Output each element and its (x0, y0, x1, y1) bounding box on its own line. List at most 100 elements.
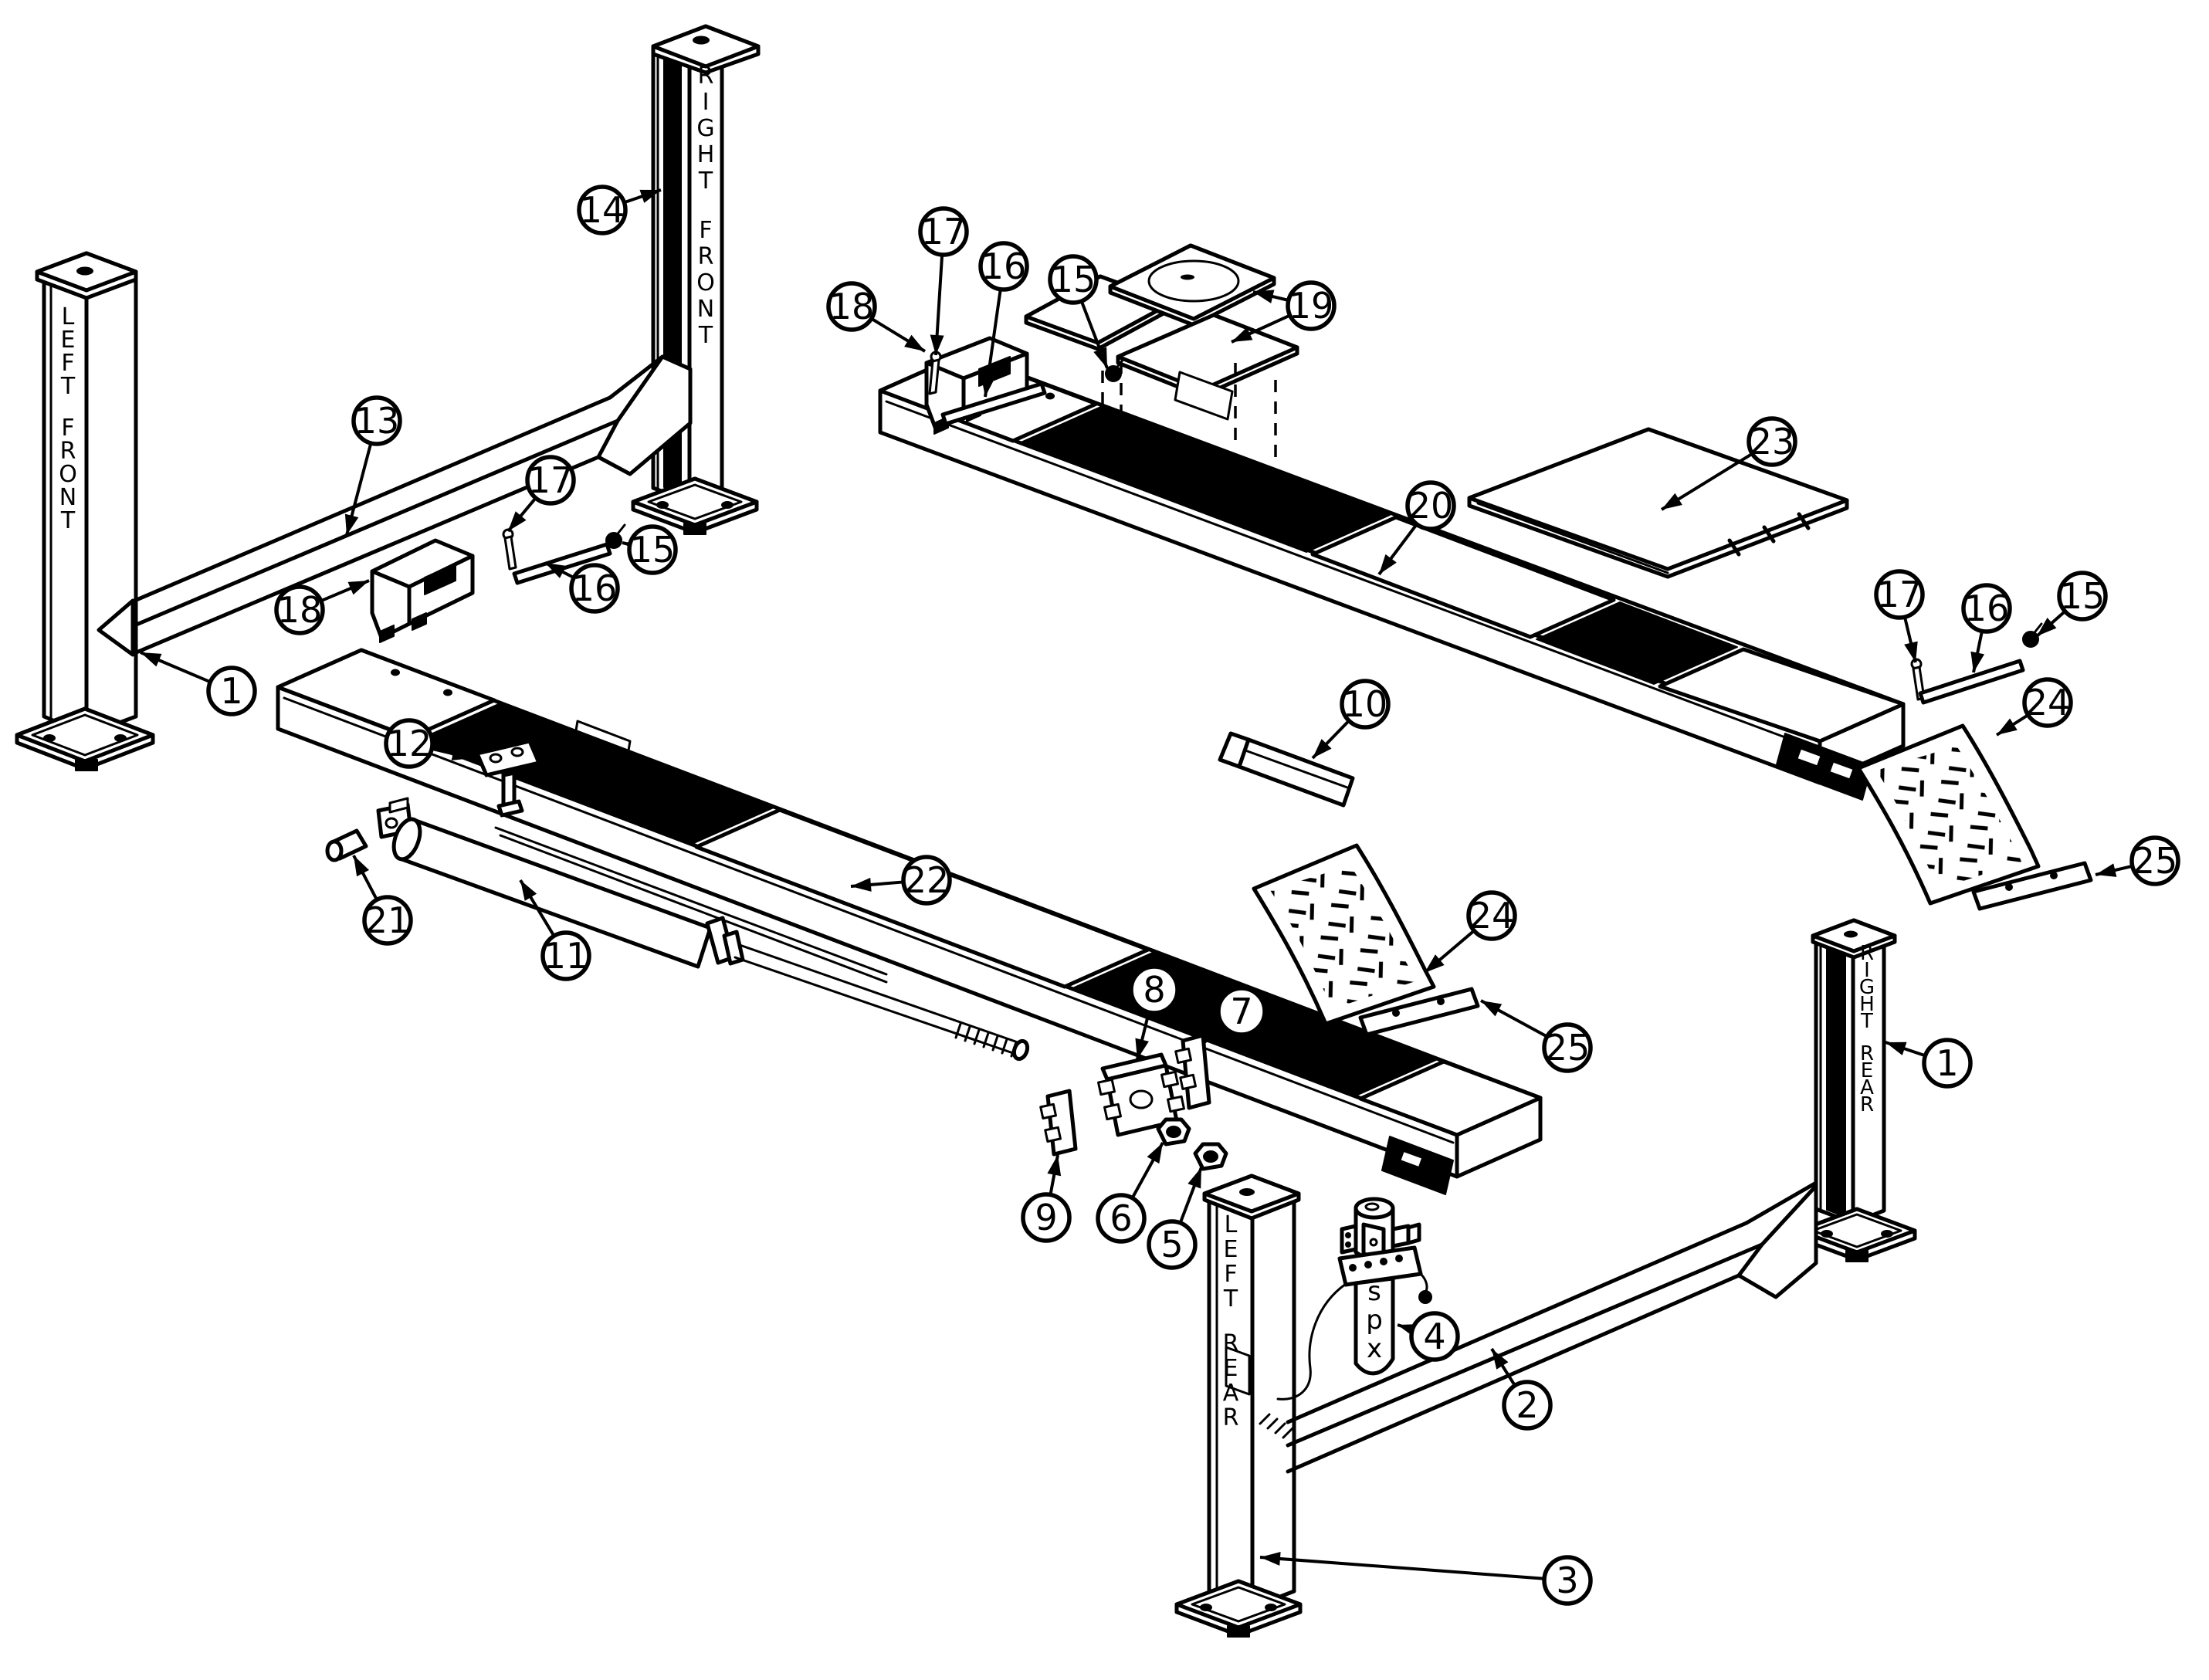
right-front-base-hole (656, 501, 669, 509)
callout-circle-24 (1466, 890, 1517, 941)
cover-plate-tab (1762, 525, 1776, 544)
clip-body (1181, 1033, 1211, 1110)
callout-23: 23 (1660, 416, 1797, 511)
right-rear-post-cap-hole (1844, 930, 1858, 938)
right-front-post-cap (651, 24, 761, 69)
runway-right-tread-right (1536, 601, 1738, 685)
callout-15: 15 (1048, 254, 1109, 369)
callout-4: 4 (1397, 1311, 1460, 1362)
callout-circle-23 (1747, 416, 1797, 467)
ramp-tread (1876, 746, 2021, 889)
bracket-foot (379, 625, 395, 643)
right-rear-base-foot (1845, 1250, 1869, 1262)
nut-5 (1193, 1142, 1228, 1171)
callout-circle-7 (1216, 986, 1267, 1037)
clip-notch (1174, 1047, 1192, 1064)
nut-hole (1166, 1126, 1181, 1138)
ramp-hinge-plate (1971, 861, 2093, 911)
rod-top (738, 943, 1019, 1044)
callout-17: 17 (507, 455, 576, 533)
cover-plate-tab (1727, 538, 1741, 557)
motor-port-cap (1406, 1222, 1421, 1245)
lock-clip-9 (1039, 1089, 1078, 1157)
callout-arrowhead (1904, 641, 1918, 662)
callout-circle-24 (2022, 677, 2073, 728)
callout-number: 15 (1051, 259, 1096, 300)
lock-plate-8 (1097, 1052, 1185, 1137)
callout-11: 11 (519, 879, 591, 981)
left-front-base-foot (75, 759, 98, 771)
runway-left-skirt-line (283, 696, 1455, 1144)
callout-number: 8 (1143, 969, 1165, 1011)
nut-hole (1203, 1150, 1218, 1163)
callout-arrowhead (1093, 347, 1107, 368)
callout-number: 25 (2133, 840, 2178, 882)
reservoir-tank (1354, 1276, 1395, 1376)
callout-22: 22 (850, 855, 952, 906)
callout-number: 19 (1289, 285, 1334, 327)
callout-number: 9 (1035, 1197, 1057, 1238)
rod-body (1918, 659, 2025, 705)
label-letter: T (60, 507, 76, 534)
right-front-base-plate (631, 476, 759, 527)
nut-stem (1116, 357, 1126, 368)
hinge-hole (2005, 883, 2013, 891)
runway-right-skirt-line (885, 400, 1818, 750)
label-letter: N (697, 296, 714, 323)
callout-number: 4 (1423, 1316, 1445, 1357)
label-letter: p (1366, 1305, 1383, 1336)
runway-left-slider-edge (499, 834, 888, 984)
runway-right-tread-left (1018, 405, 1391, 553)
left-rear-base-hole (1265, 1604, 1277, 1611)
callout-number: 5 (1160, 1224, 1183, 1265)
label-letter: R (1860, 942, 1874, 965)
cylinder-barrel (391, 817, 1030, 1062)
front-beam-top-edge (130, 395, 612, 604)
left-rear-post-plate (1225, 1346, 1251, 1396)
cylinder-pin-21 (325, 828, 368, 862)
callout-arrowhead (1481, 1001, 1503, 1017)
fastener-set-right (1910, 622, 2043, 705)
callout-arrowhead (1047, 1155, 1062, 1177)
cover-plate-23 (1467, 427, 1849, 579)
callout-arrowhead (347, 581, 369, 595)
callout-number: 7 (1230, 991, 1252, 1032)
callout-18: 18 (274, 579, 370, 635)
connector-lead (1419, 1272, 1428, 1294)
callout-7: 7 (1203, 986, 1267, 1044)
left-rear-base-plate (1174, 1579, 1303, 1630)
callout-number: 1 (1936, 1042, 1958, 1084)
callout-circle-18 (274, 584, 325, 635)
motor-port (1391, 1224, 1411, 1248)
callout-number: 10 (1343, 683, 1388, 725)
bracket-hole (1345, 1241, 1351, 1248)
power-unit-cord (1276, 1282, 1347, 1401)
runway-left-slider-edge (494, 826, 888, 976)
cover-plate-top (1467, 427, 1849, 571)
nut (1105, 365, 1122, 382)
chock-inner-line (1244, 749, 1349, 789)
fastener-set-top (928, 351, 1126, 426)
callout-circle-21 (362, 895, 413, 946)
left-front-post (15, 251, 155, 771)
plate-notch (1160, 1070, 1179, 1089)
label-letter: E (1224, 1355, 1238, 1382)
runway-left-plate-hole (443, 689, 452, 696)
callout-circle-8 (1129, 964, 1180, 1015)
callout-circle-11 (540, 930, 591, 981)
callout-5: 5 (1147, 1167, 1203, 1270)
callout-1: 1 (140, 651, 257, 716)
label-letter: F (61, 350, 74, 377)
lock-parts-cluster (1039, 1033, 1228, 1171)
callout-circle-25 (2129, 835, 2180, 886)
left-rear-base-foot (1227, 1625, 1250, 1638)
callout-17: 17 (918, 206, 969, 356)
callout-circle-13 (351, 395, 402, 446)
left-rear-post (1174, 1174, 1303, 1638)
callout-arrowhead (1147, 1143, 1163, 1164)
rod-tip (1011, 1038, 1030, 1062)
right-rear-base-inner (1811, 1213, 1902, 1248)
